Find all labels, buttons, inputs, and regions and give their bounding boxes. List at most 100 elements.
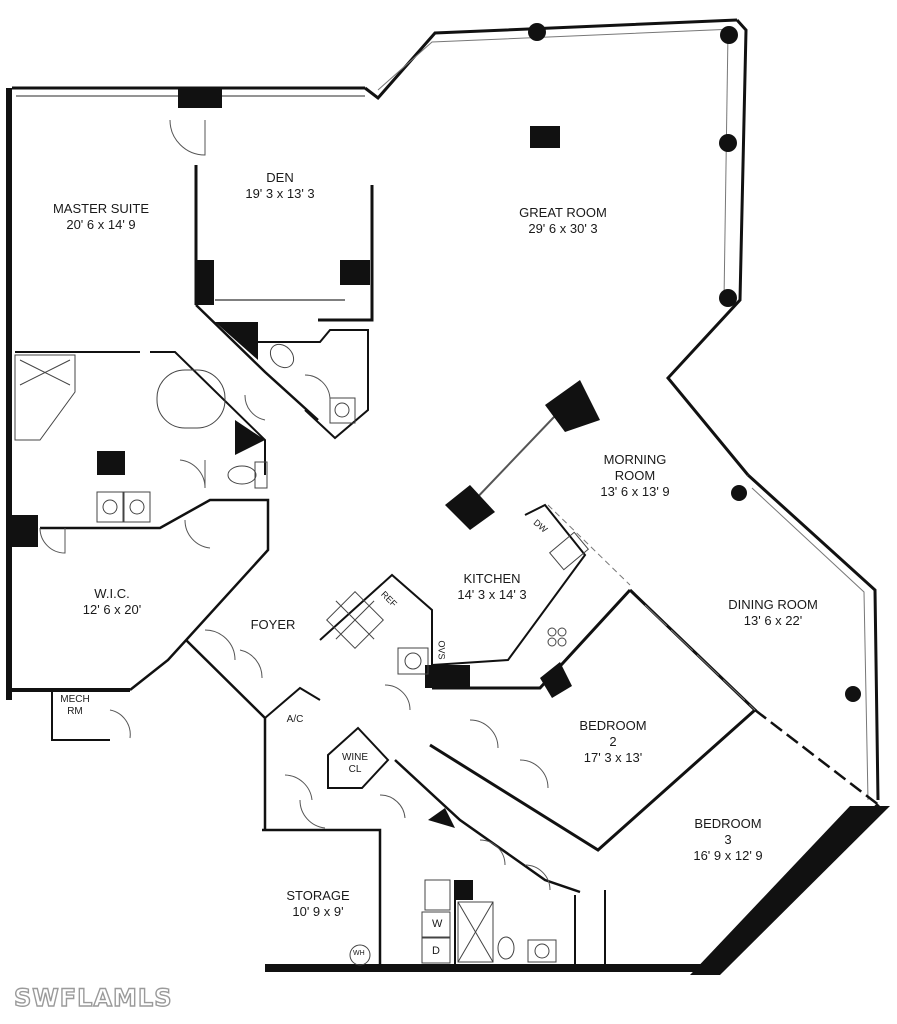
mech-name: MECH xyxy=(60,694,90,705)
column-round xyxy=(720,26,738,44)
cooktop-burner xyxy=(547,637,557,647)
morning-room-dims: 13' 6 x 13' 9 xyxy=(600,484,670,499)
door-swing xyxy=(179,459,206,489)
mech-room-wall xyxy=(51,690,110,741)
door-swing xyxy=(469,719,499,749)
dryer-label: D xyxy=(432,945,440,957)
door-swing xyxy=(169,119,206,156)
column-block xyxy=(215,322,258,360)
cooktop-burner xyxy=(557,627,567,637)
sink-bowl xyxy=(534,943,550,959)
column-block xyxy=(428,808,455,828)
kitchen-sink xyxy=(548,531,590,571)
dining-room-label: DINING ROOM 13' 6 x 22' xyxy=(728,597,818,629)
ac-label: A/C xyxy=(287,714,304,726)
den-bath-sink xyxy=(329,397,356,424)
great-room-east-window xyxy=(723,31,729,301)
bedroom3-walls xyxy=(754,709,881,807)
door-swing xyxy=(109,709,131,739)
cooktop-burner xyxy=(557,637,567,647)
column-block xyxy=(235,420,265,455)
laundry-wall xyxy=(319,573,433,688)
kitchen-dims: 14' 3 x 14' 3 xyxy=(457,587,527,602)
den-toilet xyxy=(269,343,295,369)
great-room-label: GREAT ROOM 29' 6 x 30' 3 xyxy=(519,205,607,237)
hall-wall xyxy=(394,759,581,894)
dining-window-line xyxy=(751,487,869,801)
den-east-wall xyxy=(318,185,374,322)
great-room-name: GREAT ROOM xyxy=(519,205,607,220)
shower-diagonal xyxy=(19,359,71,386)
kitchen-name: KITCHEN xyxy=(463,571,521,586)
shower-x xyxy=(457,901,494,963)
column-round xyxy=(845,686,861,702)
kitchen-label: KITCHEN 14' 3 x 14' 3 xyxy=(457,571,526,603)
morning-room-label: MORNING ROOM 13' 6 x 13' 9 xyxy=(600,452,669,500)
mech-room-label: MECH RM xyxy=(60,694,89,718)
great-room-angled-wall xyxy=(364,18,738,101)
foyer-name: FOYER xyxy=(250,617,296,632)
column-block xyxy=(196,260,214,305)
vanity-sink-right xyxy=(123,491,151,523)
sink-bowl xyxy=(129,499,145,515)
sink-bowl xyxy=(102,499,118,515)
door-swing xyxy=(204,629,236,661)
column-block xyxy=(178,88,222,108)
ac-name: A/C xyxy=(286,714,304,725)
column-block xyxy=(455,880,473,900)
great-room-window-line xyxy=(377,28,736,91)
foyer-west-wall xyxy=(185,639,267,830)
master-suite-dims: 20' 6 x 14' 9 xyxy=(66,217,136,232)
bedroom3-name: BEDROOM xyxy=(694,816,762,831)
door-swing xyxy=(184,519,211,549)
bedroom2-name: BEDROOM xyxy=(579,718,647,733)
wic-north-wall xyxy=(40,498,270,691)
foyer-label: FOYER xyxy=(251,617,296,633)
door-swing xyxy=(524,864,551,891)
shower-x xyxy=(335,600,375,640)
vanity-sink-left xyxy=(96,491,124,523)
storage-walls xyxy=(262,828,382,968)
door-swing xyxy=(304,374,331,401)
door-swing xyxy=(39,527,66,554)
master-suite-name: MASTER SUITE xyxy=(52,201,150,216)
storage-label: STORAGE 10' 9 x 9' xyxy=(286,888,349,920)
mech-name-2: RM xyxy=(67,706,83,717)
storage-dims: 10' 9 x 9' xyxy=(292,904,344,919)
bath-angle-wall xyxy=(150,351,266,475)
wine-closet-label: WINE CL xyxy=(342,752,368,776)
bedroom2-number: 2 xyxy=(609,734,617,749)
bedroom2-dims: 17' 3 x 13' xyxy=(583,750,643,765)
column-block xyxy=(340,260,370,285)
den-name: DEN xyxy=(266,170,294,185)
kitchen-counter xyxy=(431,503,587,666)
wine-cl-walls xyxy=(327,726,390,789)
bedroom2-label: BEDROOM 2 17' 3 x 13' xyxy=(579,718,646,766)
morning-room-name-2: ROOM xyxy=(614,468,656,483)
bathtub xyxy=(156,369,226,429)
dining-room-east-wall xyxy=(746,473,880,801)
watermark-logo: SWFLAMLS xyxy=(13,983,173,1012)
den-dims: 19' 3 x 13' 3 xyxy=(245,186,315,201)
bath3-toilet xyxy=(497,936,515,960)
sink-bowl xyxy=(404,652,422,670)
oven-label: OVS xyxy=(436,640,447,660)
dryer xyxy=(421,937,451,964)
column-block xyxy=(97,451,125,475)
master-shower xyxy=(14,354,76,441)
bedroom3-dims: 16' 9 x 12' 9 xyxy=(693,848,763,863)
door-swing xyxy=(519,759,549,789)
kitchen-island-block-top xyxy=(545,380,600,432)
bath3-sink xyxy=(527,939,557,963)
bedroom2-dining-dash xyxy=(644,604,756,711)
great-room-dims: 29' 6 x 30' 3 xyxy=(528,221,598,236)
wic-dims: 12' 6 x 20' xyxy=(82,602,142,617)
wic-label: W.I.C. 12' 6 x 20' xyxy=(83,586,141,618)
foyer-inner-wall xyxy=(264,686,321,719)
dining-room-name: DINING ROOM xyxy=(728,597,818,612)
cooktop-burner xyxy=(547,627,557,637)
bedroom3-number: 3 xyxy=(724,832,732,847)
sink-bowl xyxy=(334,402,350,418)
door-swing xyxy=(299,799,326,829)
